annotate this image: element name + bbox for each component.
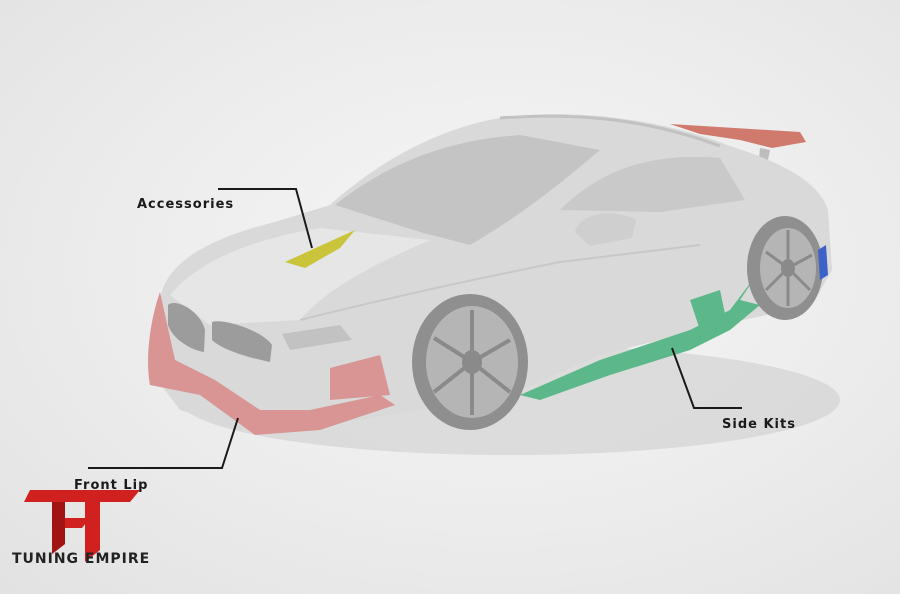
accessories-leader-line [218,188,313,249]
accessories-label: Accessories [137,197,235,212]
side-mirror [575,213,636,246]
brand-name: TUNING EMPIRE [12,551,151,567]
front-lip-part [148,292,395,435]
side-kits-label: Side Kits [722,417,796,432]
front-wheel [412,294,528,430]
rear-wheel [747,216,823,320]
tuning-empire-logo [24,490,140,562]
rear-wing [670,124,806,148]
windshield [335,135,600,245]
front-lip-label: Front Lip [74,478,149,493]
front-lip-leader-line [88,417,239,469]
kidney-grille [168,302,205,352]
side-window [560,156,745,212]
accessories-part [285,230,355,268]
side-kits-part [520,270,760,400]
side-kits-leader-line [671,347,742,409]
